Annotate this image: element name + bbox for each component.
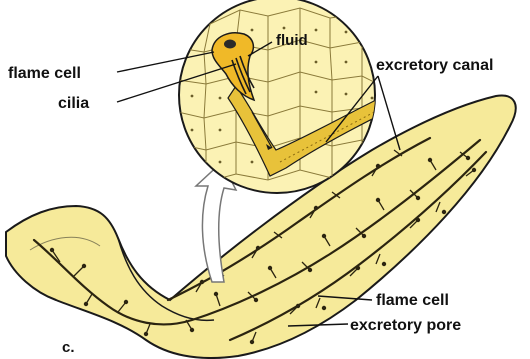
label-fluid: fluid [276,32,308,49]
label-excretory-pore: excretory pore [350,317,461,334]
label-excretory-canal: excretory canal [376,57,493,74]
label-flame-cell-body: flame cell [376,292,449,309]
label-flame-cell: flame cell [8,65,81,82]
label-cilia: cilia [58,95,89,112]
flame-cell-nucleus [224,40,236,49]
panel-label: c. [62,339,75,356]
